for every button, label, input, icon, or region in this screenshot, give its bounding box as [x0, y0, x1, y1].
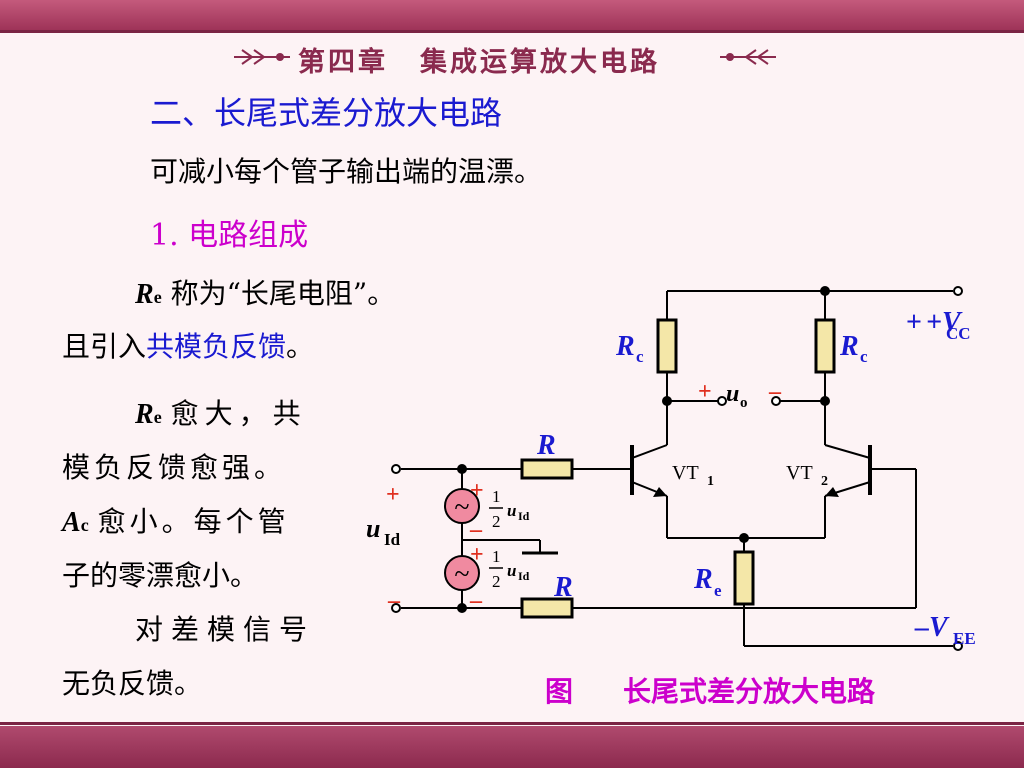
rc-left-resistor	[656, 318, 678, 374]
re-symbol-sub: e	[153, 287, 162, 307]
para2-line1: Re 愈大，共	[135, 392, 307, 432]
re-symbol: R	[135, 279, 154, 310]
ac-symbol-sub: c	[80, 515, 89, 535]
vt1-sub: 1	[707, 474, 714, 489]
uo-sub: o	[740, 395, 748, 411]
para3-line1: 对差模信号	[135, 613, 316, 646]
rc-right-label: R	[839, 331, 859, 362]
uo-label: u	[726, 381, 739, 407]
src-top-plus: +	[470, 478, 484, 504]
src-bottom-plus: +	[470, 542, 484, 568]
src-bottom-minus: –	[469, 588, 483, 614]
section-title: 二、长尾式差分放大电路	[150, 94, 503, 132]
rc-right-resistor	[814, 318, 836, 374]
re-symbol-2-sub: e	[153, 407, 162, 427]
r-top-resistor	[520, 458, 574, 480]
vcc-sub: CC	[946, 324, 971, 343]
r-bottom-resistor	[520, 597, 574, 619]
vt1-label: VT	[672, 462, 699, 484]
chapter-heading: 第四章 集成运算放大电路	[298, 40, 660, 79]
uo-terminal-right	[771, 396, 781, 406]
re-label: R	[693, 564, 713, 595]
subsection-title: 1. 电路组成	[150, 218, 309, 253]
vcc-label: +V	[926, 307, 963, 338]
re-resistor	[733, 550, 755, 606]
re-symbol-2: R	[135, 399, 154, 430]
fraction-bottom: 1 2 u Id	[489, 547, 530, 591]
uo-plus: +	[698, 379, 712, 405]
vcc-plus: +	[906, 307, 922, 338]
re-sub: e	[714, 581, 722, 600]
para1-line2: 且引入共模负反馈。	[62, 325, 314, 365]
src-top-minus: –	[469, 517, 483, 543]
source-top-icon	[444, 488, 480, 524]
junction-dots	[457, 286, 830, 613]
rc-left-label: R	[615, 331, 635, 362]
para3-line2: 无负反馈。	[62, 667, 203, 700]
vt1-emitter-arrow-icon	[653, 487, 667, 497]
frac-bottom-num: 1	[492, 547, 501, 566]
input-terminal-top	[391, 464, 401, 474]
source-bottom-icon	[444, 555, 480, 591]
figure-label: 图	[545, 677, 573, 708]
input-terminal-bottom	[391, 603, 401, 613]
source-top-symbol: ~	[454, 492, 469, 523]
frac-bottom-u: u	[507, 561, 516, 580]
common-mode-feedback: 共模负反馈	[146, 330, 287, 363]
right-ornament-icon	[720, 49, 776, 65]
uid-minus: –	[387, 588, 401, 614]
para2-line2: 模负反馈愈强。	[62, 451, 287, 484]
uid-sub: Id	[384, 530, 401, 549]
frac-bottom-den: 2	[492, 572, 501, 591]
chapter-title: 集成运算放大电路	[420, 47, 660, 78]
intro-text: 可减小每个管子输出端的温漂。	[150, 155, 543, 188]
r-bottom-label: R	[553, 572, 573, 603]
rc-left-sub: c	[636, 347, 644, 366]
top-banner	[0, 0, 1024, 30]
rc-right-sub: c	[860, 347, 868, 366]
vt2-sub: 2	[821, 474, 828, 489]
bottom-divider	[0, 722, 1024, 725]
frac-top-u: u	[507, 501, 516, 520]
para2-line4: 子的零漂愈小。	[62, 559, 259, 592]
frac-top-den: 2	[492, 512, 501, 531]
uo-minus: –	[768, 379, 782, 405]
para1-text: 称为“长尾电阻”。	[170, 277, 396, 310]
vee-sub: EE	[953, 629, 976, 648]
para2-line3: Ac 愈小。每个管	[62, 500, 290, 540]
frac-top-u-sub: Id	[518, 509, 530, 523]
vt2-label: VT	[786, 462, 813, 484]
bottom-banner	[0, 726, 1024, 768]
figure-caption: 长尾式差分放大电路	[623, 675, 876, 708]
r-top-label: R	[536, 430, 556, 461]
frac-top-num: 1	[492, 487, 501, 506]
chapter-number: 第四章	[298, 47, 388, 78]
vt2-emitter-arrow-icon	[825, 487, 839, 497]
source-bottom-symbol: ~	[454, 559, 469, 590]
para1-line1: Re 称为“长尾电阻”。	[135, 272, 395, 312]
para1-suffix: 。	[286, 330, 315, 363]
uid-plus: +	[386, 482, 400, 508]
left-ornament-icon	[234, 49, 290, 65]
para1-prefix: 且引入	[62, 330, 147, 363]
uid-label: u	[366, 514, 380, 543]
top-divider	[0, 30, 1024, 33]
uo-terminal-left	[717, 396, 727, 406]
para2-text1: 愈大，共	[170, 397, 307, 430]
vcc-terminal	[953, 286, 963, 296]
ac-symbol: A	[62, 507, 81, 538]
vee-label: –V	[914, 612, 950, 643]
fraction-top: 1 2 u Id	[489, 487, 530, 531]
vee-terminal	[953, 641, 963, 651]
para2-text3: 愈小。每个管	[97, 505, 290, 538]
frac-bottom-u-sub: Id	[518, 569, 530, 583]
